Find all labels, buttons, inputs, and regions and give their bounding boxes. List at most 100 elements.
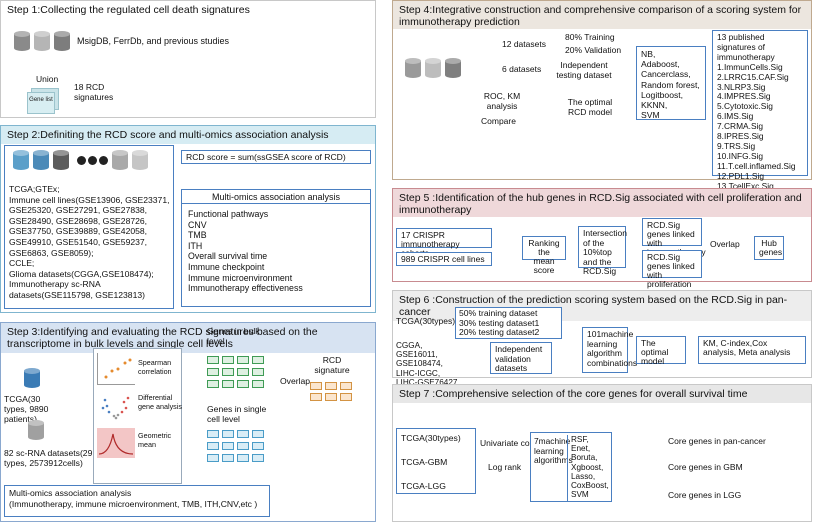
gene-cell xyxy=(222,356,234,364)
step5-title: Step 5 :Identification of the hub genes … xyxy=(393,189,811,217)
step2-datasets-box: TCGA;GTEx; Immune cell lines(GSE13906, G… xyxy=(4,145,174,309)
analysis-item: TMB xyxy=(188,230,207,241)
optimal-model-box: The optimal model xyxy=(636,336,686,366)
step1-title: Step 1:Collecting the regulated cell dea… xyxy=(7,4,250,16)
gene-cell xyxy=(325,393,337,401)
single-cell-label: Genes in single cell level xyxy=(207,404,267,424)
analysis-methods-box xyxy=(93,348,182,484)
signature-item: 7.CRMA.Sig xyxy=(717,121,764,132)
step7-title: Step 7 :Comprehensive selection of the c… xyxy=(393,385,811,403)
database-icon xyxy=(34,31,50,51)
geometric-curve-icon xyxy=(97,428,135,458)
multiomics-analysis-title: Multi-omics association analysis xyxy=(182,190,370,204)
univariate-cox-label: Univariate cox xyxy=(480,438,534,448)
multiomics-analysis-list: Functional pathways CNV TMB ITH Overall … xyxy=(182,204,370,299)
gene-cell xyxy=(237,442,249,450)
signature-item: 3.NLRP3.Sig xyxy=(717,81,766,92)
spearman-label: Spearman correlation xyxy=(138,358,172,376)
datasets-6-label: 6 datasets xyxy=(502,64,542,74)
gene-cell xyxy=(237,356,249,364)
differential-label: Differential gene analysis xyxy=(138,393,182,411)
dot-icon xyxy=(77,156,86,165)
gene-cell xyxy=(207,442,219,450)
gene-cell xyxy=(222,442,234,450)
database-icon xyxy=(33,150,49,170)
signature-item: 5.Cytotoxic.Sig xyxy=(717,101,773,112)
gene-cell xyxy=(252,442,264,450)
database-icon xyxy=(132,150,148,170)
gene-cell xyxy=(222,430,234,438)
database-icon xyxy=(445,58,461,78)
published-signatures-title: 13 published signatures of immunotherapy xyxy=(717,32,775,62)
gene-cell xyxy=(252,454,264,462)
split-item: 30% testing dataset1 xyxy=(459,317,540,328)
signature-item: 10.INFG.Sig xyxy=(717,150,764,161)
step7-cohorts-box: TCGA(30types) TCGA-GBM TCGA-LGG xyxy=(396,428,476,494)
ml-combinations-box: 101machine learning algorithm combinatio… xyxy=(582,327,637,373)
volcano-plot-icon xyxy=(97,390,135,422)
signature-item: 4.IMPRES.Sig xyxy=(717,91,771,102)
analysis-item: ITH xyxy=(188,240,203,251)
database-icon xyxy=(54,31,70,51)
log-rank-label: Log rank xyxy=(488,462,522,472)
bulk-label: Genes in bulk level xyxy=(207,326,260,346)
analysis-item: Functional pathways xyxy=(188,209,269,219)
database-icon xyxy=(53,150,69,170)
bulk-gene-grid xyxy=(207,356,267,392)
step1-panel: Step 1:Collecting the regulated cell dea… xyxy=(0,0,376,118)
validation-label: 20% Validation xyxy=(565,45,622,55)
signature-item: 1.ImmunCells.Sig xyxy=(717,61,783,72)
gene-cell xyxy=(252,380,264,388)
step3-multiomics-box: Multi-omics association analysis (Immuno… xyxy=(4,485,270,517)
training-label: 80% Training xyxy=(565,32,615,42)
database-icon xyxy=(28,420,44,440)
dot-icon xyxy=(99,156,108,165)
gene-cell xyxy=(222,454,234,462)
gene-cell xyxy=(340,382,352,390)
gene-cell xyxy=(310,393,322,401)
gene-cell xyxy=(207,430,219,438)
database-icon xyxy=(405,58,421,78)
database-icon xyxy=(24,368,40,388)
step7-algorithms: RSF, Enet, Boruta, Xgboost, Lasso, CoxBo… xyxy=(567,435,613,501)
step2-datasets: TCGA;GTEx; Immune cell lines(GSE13906, G… xyxy=(9,184,170,300)
rcd-score-formula: RCD score = sum(ssGSEA score of RCD) xyxy=(181,150,371,164)
database-icon xyxy=(112,150,128,170)
core-genes-pan-cancer: Core genes in pan-cancer xyxy=(668,436,766,446)
analysis-item: Overall survival time xyxy=(188,251,268,262)
step1-union: Union xyxy=(36,74,59,84)
gene-cell xyxy=(207,454,219,462)
analysis-item: Immune checkpoint xyxy=(188,261,265,272)
split-item: 50% training dataset xyxy=(459,308,538,318)
scatter-points xyxy=(104,358,132,379)
crispr-lines-box: 989 CRISPR cell lines xyxy=(396,252,492,266)
intersection-box: Intersection of the 10%top and the RCD.S… xyxy=(578,226,627,276)
step4-title: Step 4:Integrative construction and comp… xyxy=(393,1,811,29)
step1-result: 18 RCD signatures xyxy=(74,82,114,102)
gene-cell xyxy=(207,368,219,376)
compare-label: Compare xyxy=(481,116,516,126)
gene-cell xyxy=(325,382,337,390)
signature-list: 1.ImmunCells.Sig 2.LRRC15.CAF.Sig 3.NLRP… xyxy=(717,61,803,192)
database-icon xyxy=(425,58,441,78)
gene-cell xyxy=(252,430,264,438)
gene-cell xyxy=(252,356,264,364)
linked-proliferation-box: RCD.Sig genes linked with proliferation xyxy=(642,250,702,289)
linked-immunotherapy-box: RCD.Sig genes linked with immunotherapy xyxy=(642,218,706,257)
step2-title: Step 2:Definiting the RCD score and mult… xyxy=(1,126,375,144)
ml-models-box: NB, Adaboost, Cancerclass, Random forest… xyxy=(636,46,706,120)
step5-overlap-label: Overlap xyxy=(710,239,740,249)
signature-item: 13.TcellExc.Sig xyxy=(717,180,774,191)
split-box: 50% training dataset 30% testing dataset… xyxy=(455,307,562,339)
crispr-cohorts-box: 17 CRISPR immunotherapy cohorts xyxy=(396,228,492,258)
geometric-curve xyxy=(98,433,134,455)
dot-icon xyxy=(88,156,97,165)
cohort-item: TCGA(30types) xyxy=(401,433,461,443)
gene-cell xyxy=(310,382,322,390)
step3-title: Step 3:Identifying and evaluating the RC… xyxy=(1,323,375,353)
gene-cell xyxy=(237,430,249,438)
database-icon xyxy=(14,31,30,51)
step3-scrna: 82 sc-RNA datasets(29 types, 2573912cell… xyxy=(4,448,93,468)
step7-ml-box: 7machine learning algorithms RSF, Enet, … xyxy=(530,432,612,502)
single-cell-gene-grid xyxy=(207,430,267,466)
